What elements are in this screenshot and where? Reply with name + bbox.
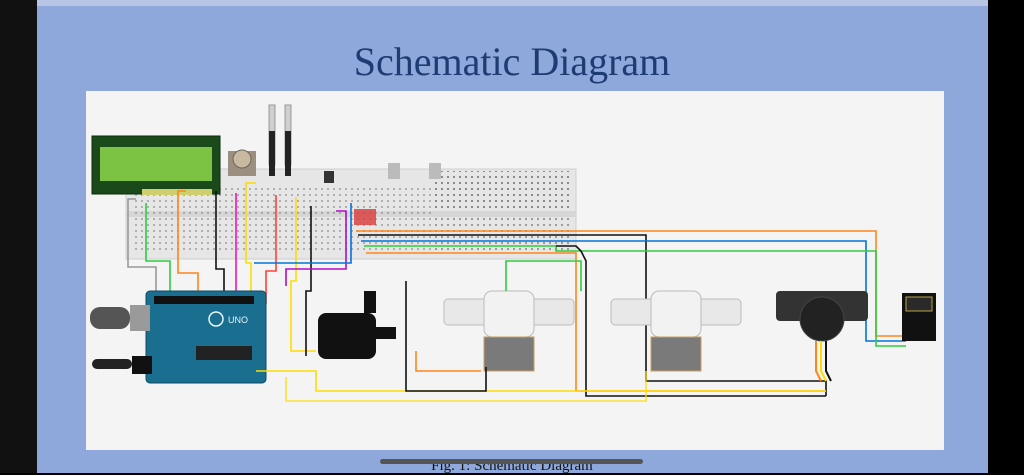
temperature-probes	[268, 104, 292, 176]
water-flow-sensor	[776, 291, 868, 382]
power-jack	[92, 356, 152, 374]
arduino-uno-board: UNO	[145, 290, 267, 384]
potentiometer	[228, 149, 256, 176]
usb-connector	[90, 305, 150, 331]
water-pump	[318, 291, 396, 359]
schematic-panel	[86, 91, 944, 450]
board-label: UNO	[228, 315, 248, 325]
solenoid-valve-2	[610, 290, 742, 372]
lcd-display-16x2	[91, 135, 221, 195]
schematic-diagram: UNO	[90, 104, 936, 402]
slide-top-edge	[37, 0, 988, 6]
horizontal-scrollbar[interactable]	[380, 459, 643, 464]
slide-title: Schematic Diagram	[353, 39, 671, 84]
solenoid-valve-1	[443, 290, 575, 372]
esp8266-wifi-module	[902, 293, 936, 341]
window-right-frame	[988, 0, 1024, 473]
window-left-frame	[0, 0, 37, 473]
